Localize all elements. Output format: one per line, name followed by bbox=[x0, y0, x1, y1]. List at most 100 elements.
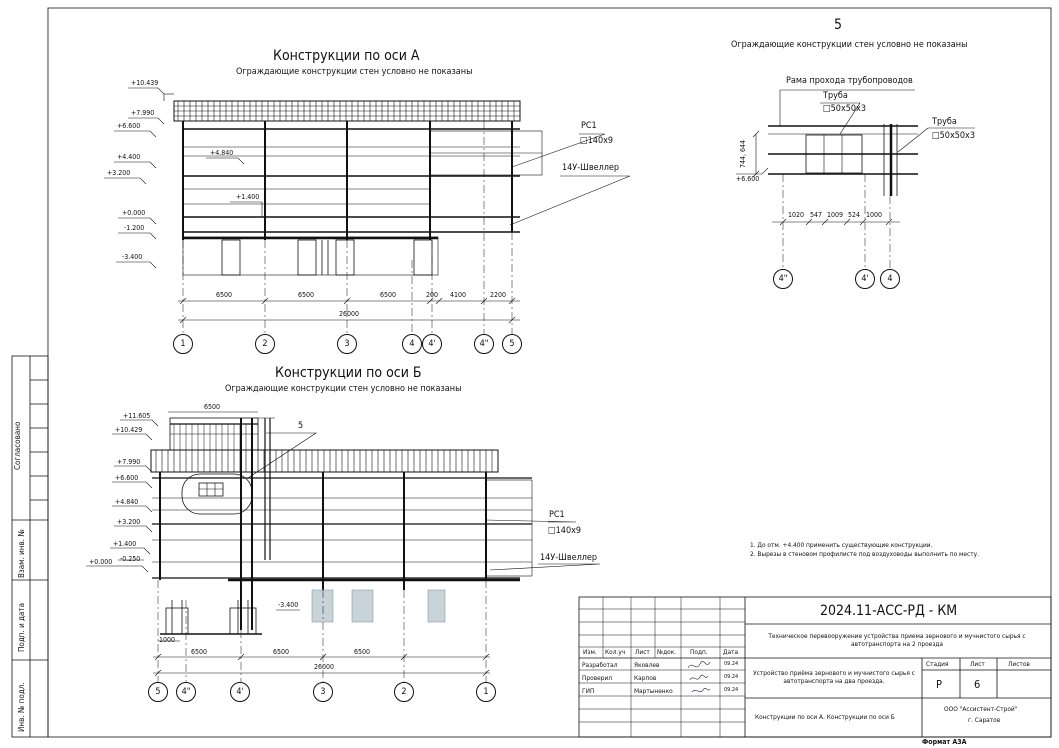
view-b-callout-5: 5 bbox=[298, 421, 304, 431]
level-a-3: +6.600 bbox=[117, 122, 141, 130]
detail-axis-4prime: 4' bbox=[855, 269, 875, 289]
view-b-channel-label: 14У-Швеллер bbox=[540, 553, 598, 563]
axis-b-1: 1 bbox=[476, 682, 496, 702]
view-a-structure bbox=[104, 87, 631, 334]
level-a-4: +4.840 bbox=[210, 149, 234, 157]
dim-b-total: 26000 bbox=[314, 663, 335, 671]
view-a-subtitle: Ограждающие конструкции стен условно не … bbox=[236, 67, 473, 77]
view-b-rs1-label: РС1 bbox=[549, 510, 565, 520]
axis-a-4: 4 bbox=[402, 334, 422, 354]
level-b-4: +6.600 bbox=[115, 474, 139, 482]
stamp-name-2: Карпов bbox=[634, 674, 657, 682]
level-a-9: -1.200 bbox=[124, 224, 145, 232]
detail-5-structure bbox=[736, 89, 975, 268]
detail-subtitle: Ограждающие конструкции стен условно не … bbox=[731, 40, 968, 50]
level-b-7: +1.400 bbox=[113, 540, 137, 548]
level-b-3: +7.990 bbox=[117, 458, 141, 466]
axis-b-4dprime: 4" bbox=[176, 682, 196, 702]
stamp-drawing-name: Конструкции по оси А. Конструкции по оси… bbox=[755, 713, 895, 721]
detail-dim-3: 1009 bbox=[827, 211, 844, 219]
view-b-top-dim: 6500 bbox=[204, 403, 221, 411]
detail-dim-1: 1020 bbox=[788, 211, 805, 219]
side-sign-date: Подп. и дата bbox=[17, 602, 26, 652]
axis-a-4prime: 4' bbox=[422, 334, 442, 354]
axis-b-5: 5 bbox=[148, 682, 168, 702]
detail-dim-4: 524 bbox=[848, 211, 861, 219]
detail-frame-label: Рама прохода трубопроводов bbox=[786, 76, 913, 86]
axis-a-2: 2 bbox=[255, 334, 275, 354]
dim-a-4: 200 bbox=[426, 291, 439, 299]
stamp-hdr-date: Дата bbox=[723, 648, 739, 656]
view-b-title: Конструкции по оси Б bbox=[275, 365, 422, 381]
stamp-code: 2024.11-АСС-РД - КМ bbox=[820, 603, 958, 619]
title-block-lines bbox=[578, 596, 1052, 738]
stamp-role-2: Проверил bbox=[582, 674, 612, 682]
side-agreed: Согласовано bbox=[13, 421, 22, 470]
stamp-hdr-sign: Подп. bbox=[690, 648, 708, 656]
stamp-hdr-kolich: Кол.уч bbox=[605, 648, 626, 656]
dim-a-3: 6500 bbox=[380, 291, 397, 299]
view-a-rs1-label: РС1 bbox=[581, 121, 597, 131]
level-a-6: +3.200 bbox=[107, 169, 131, 177]
stamp-name-3: Мартыненко bbox=[634, 687, 673, 695]
stamp-sheets-label: Листов bbox=[1008, 660, 1030, 668]
detail-height-dim: 744, 644 bbox=[739, 139, 747, 168]
axis-b-4prime: 4' bbox=[230, 682, 250, 702]
axis-a-5: 5 bbox=[502, 334, 522, 354]
view-a-title: Конструкции по оси А bbox=[273, 48, 420, 64]
detail-number: 5 bbox=[834, 17, 843, 33]
view-a-channel-label: 14У-Швеллер bbox=[562, 163, 620, 173]
detail-pipe1-label: Труба bbox=[823, 91, 848, 101]
detail-dim-2: 547 bbox=[810, 211, 823, 219]
stamp-role-1: Разработал bbox=[582, 661, 618, 669]
dim-b-2: 6500 bbox=[273, 648, 290, 656]
dim-a-total: 26000 bbox=[339, 310, 360, 318]
note-2: 2. Вырезы в стеновом профилисте под возд… bbox=[750, 550, 979, 558]
stamp-name-1: Яковлев bbox=[634, 661, 660, 669]
detail-axis-4dprime: 4" bbox=[773, 269, 793, 289]
level-b-8: +0.000 bbox=[89, 558, 113, 566]
level-a-5: +4.400 bbox=[117, 153, 141, 161]
level-a-7: +1.400 bbox=[236, 193, 260, 201]
side-inv-orig: Инв. № подл. bbox=[17, 682, 26, 732]
level-b-6: +3.200 bbox=[117, 518, 141, 526]
side-inv-replaced: Взам. инв. № bbox=[17, 529, 26, 578]
stamp-role-3: ГИП bbox=[582, 687, 595, 695]
view-b-rs1-size: □140х9 bbox=[548, 526, 582, 536]
level-b-1: +11.605 bbox=[123, 412, 151, 420]
level-b-10: -3.400 bbox=[278, 601, 299, 609]
dim-b-1: 6500 bbox=[191, 648, 208, 656]
detail-pipe2-size: □50х50х3 bbox=[932, 131, 975, 141]
detail-pipe2-label: Труба bbox=[932, 117, 957, 127]
stamp-city: г. Саратов bbox=[968, 716, 1001, 724]
stamp-object: Устройство приёма зернового и мучнистого… bbox=[753, 669, 915, 686]
axis-b-3: 3 bbox=[313, 682, 333, 702]
axis-a-3: 3 bbox=[337, 334, 357, 354]
dim-b-3: 6500 bbox=[354, 648, 371, 656]
detail-level: +6.600 bbox=[736, 175, 760, 183]
stamp-date-2: 09.24 bbox=[724, 674, 739, 680]
stamp-date-3: 09.24 bbox=[724, 687, 739, 693]
dim-a-1: 6500 bbox=[216, 291, 233, 299]
detail-axis-4: 4 bbox=[880, 269, 900, 289]
detail-dim-5: 1000 bbox=[866, 211, 883, 219]
dim-b-small: 1000 bbox=[159, 636, 176, 644]
view-b-subtitle: Ограждающие конструкции стен условно не … bbox=[225, 384, 462, 394]
level-a-10: -3.400 bbox=[122, 253, 143, 261]
dim-a-2: 6500 bbox=[298, 291, 315, 299]
stamp-project: Техническое перевооружение устройства пр… bbox=[768, 632, 1026, 649]
sheet-frame bbox=[47, 7, 1052, 738]
stamp-stage-label: Стадия bbox=[926, 660, 949, 668]
dim-a-5: 4100 bbox=[450, 291, 467, 299]
level-a-8: +0.000 bbox=[122, 209, 146, 217]
stamp-company: ООО "Ассистент-Строй" bbox=[944, 705, 1018, 713]
detail-pipe1-size: □50х50х3 bbox=[823, 104, 866, 114]
level-a-1: +10.439 bbox=[131, 79, 159, 87]
view-a-rs1-size: □140х9 bbox=[580, 136, 614, 146]
dim-a-6: 2200 bbox=[490, 291, 507, 299]
level-b-5: +4.840 bbox=[115, 498, 139, 506]
stamp-format: Формат А3А bbox=[922, 738, 967, 746]
note-1: 1. До отм. +4.400 применить существующие… bbox=[750, 541, 933, 549]
stamp-sheet-label: Лист bbox=[970, 660, 985, 668]
